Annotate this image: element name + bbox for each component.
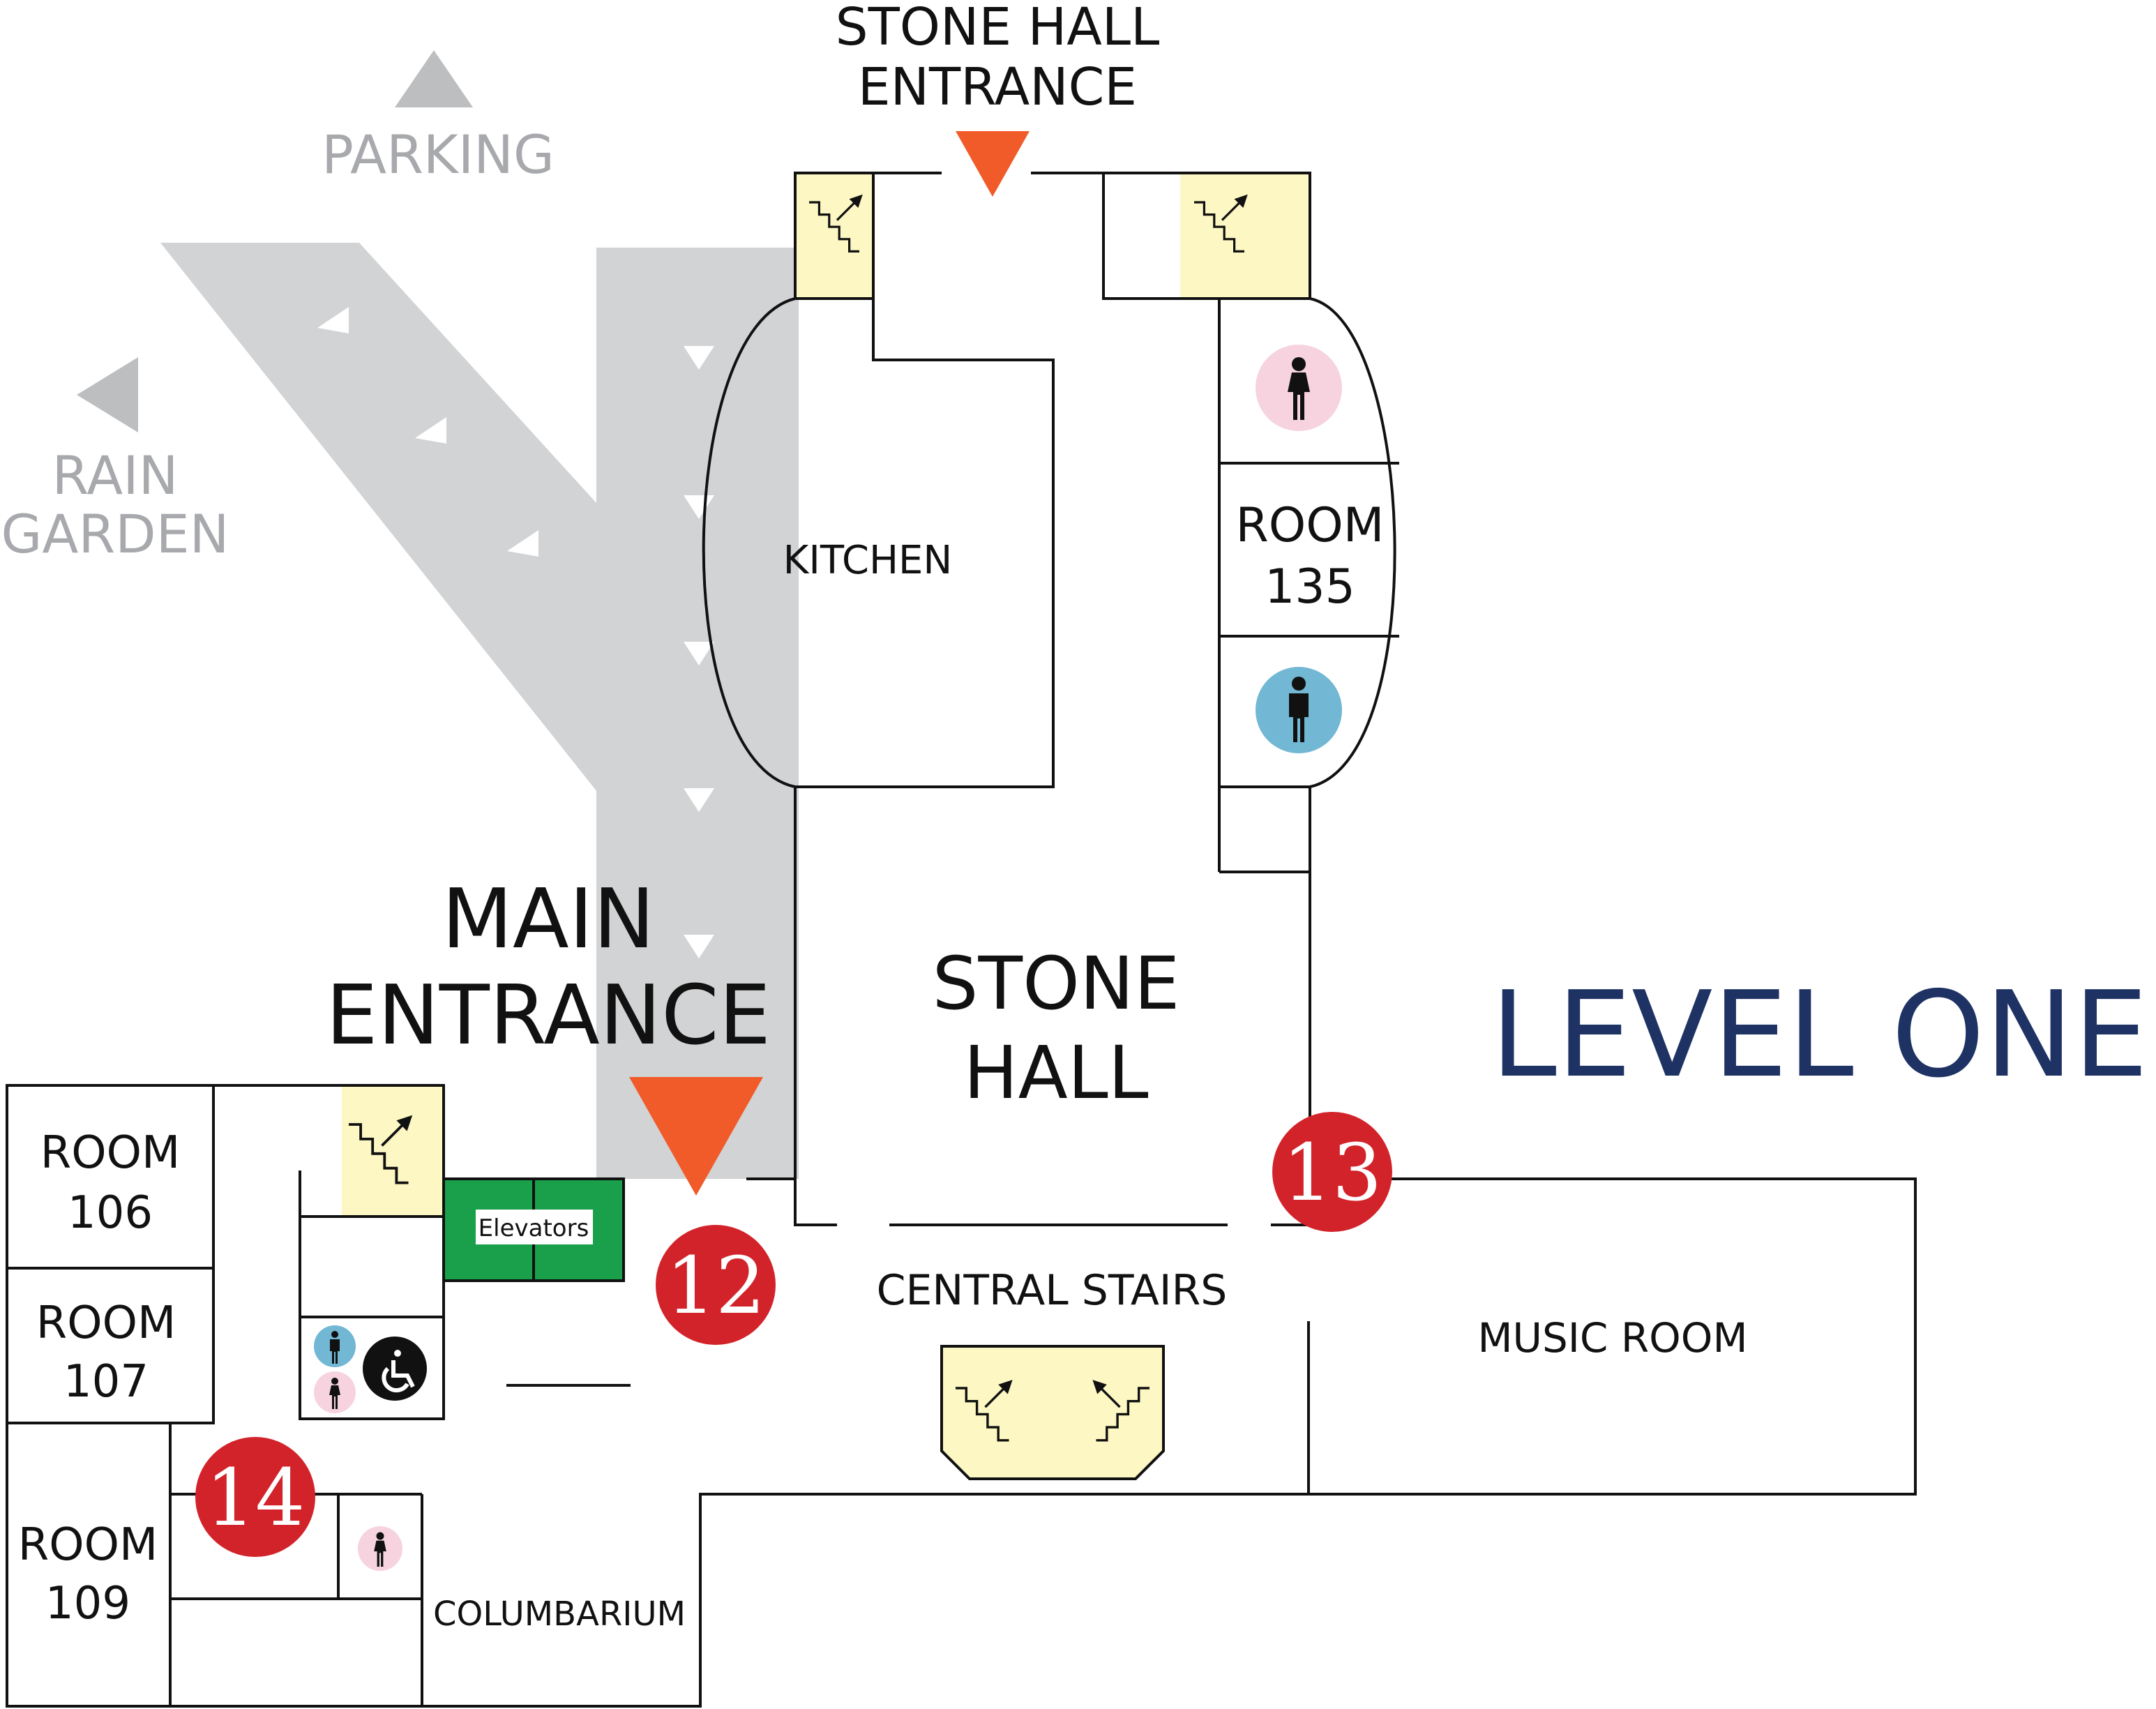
svg-text:12: 12 xyxy=(666,1241,766,1332)
room107-label: ROOM xyxy=(36,1297,176,1349)
stairs-nw xyxy=(794,172,875,300)
path-arrow-icon xyxy=(317,307,349,333)
columbarium-label: COLUMBARIUM xyxy=(433,1595,686,1634)
stone-hall-label: HALL xyxy=(963,1030,1148,1115)
parking-arrow-icon xyxy=(395,50,473,107)
central-stairs xyxy=(940,1345,1165,1480)
stone-hall-label: STONE xyxy=(933,941,1180,1026)
main-entrance-label: ENTRANCE xyxy=(326,967,771,1063)
main-entrance-arrow-icon xyxy=(629,1077,763,1196)
music-room-label: MUSIC ROOM xyxy=(1478,1314,1748,1362)
elevators-label: Elevators xyxy=(478,1214,589,1242)
room135-label: ROOM xyxy=(1236,498,1385,553)
stone-hall-entrance-label: ENTRANCE xyxy=(858,57,1137,117)
room109-label: ROOM xyxy=(18,1519,158,1571)
rain-garden-label: RAIN xyxy=(52,444,179,506)
room106-label: ROOM xyxy=(40,1127,180,1179)
location-marker-13[interactable]: 13 xyxy=(1272,1112,1392,1232)
main-walkway xyxy=(596,248,799,1179)
stone-hall-entrance-arrow-icon xyxy=(956,131,1030,197)
walking-paths xyxy=(160,243,799,1179)
main-entrance-label: MAIN xyxy=(442,871,655,967)
room109-label: 109 xyxy=(45,1578,130,1629)
parking-path xyxy=(160,243,698,795)
rain-garden-label: GARDEN xyxy=(1,503,229,565)
stairs-main xyxy=(342,1085,444,1217)
svg-text:14: 14 xyxy=(206,1453,306,1544)
kitchen-label: KITCHEN xyxy=(783,538,953,583)
parking-label: PARKING xyxy=(322,123,555,186)
path-arrow-icon xyxy=(684,346,714,370)
stone-hall-entrance-label: STONE HALL xyxy=(836,0,1160,57)
location-marker-12[interactable]: 12 xyxy=(656,1225,776,1345)
path-arrow-icon xyxy=(507,530,538,557)
room107-label: 107 xyxy=(63,1356,149,1408)
location-marker-14[interactable]: 14 xyxy=(195,1437,315,1557)
room106-label: 106 xyxy=(68,1187,153,1239)
path-arrow-icon xyxy=(415,417,446,444)
path-arrow-icon xyxy=(684,935,714,958)
path-arrow-icon xyxy=(684,788,714,812)
walls xyxy=(6,172,1917,1708)
central-stairs-label: CENTRAL STAIRS xyxy=(877,1266,1228,1315)
stairs-ne xyxy=(1180,173,1310,299)
wheelchair-icon xyxy=(382,1350,415,1393)
rain-garden-arrow-icon xyxy=(77,357,138,432)
room135-label: 135 xyxy=(1265,559,1355,615)
path-arrow-icon xyxy=(684,642,714,665)
level-title: LEVEL ONE xyxy=(1491,966,2148,1104)
svg-text:13: 13 xyxy=(1283,1128,1382,1219)
